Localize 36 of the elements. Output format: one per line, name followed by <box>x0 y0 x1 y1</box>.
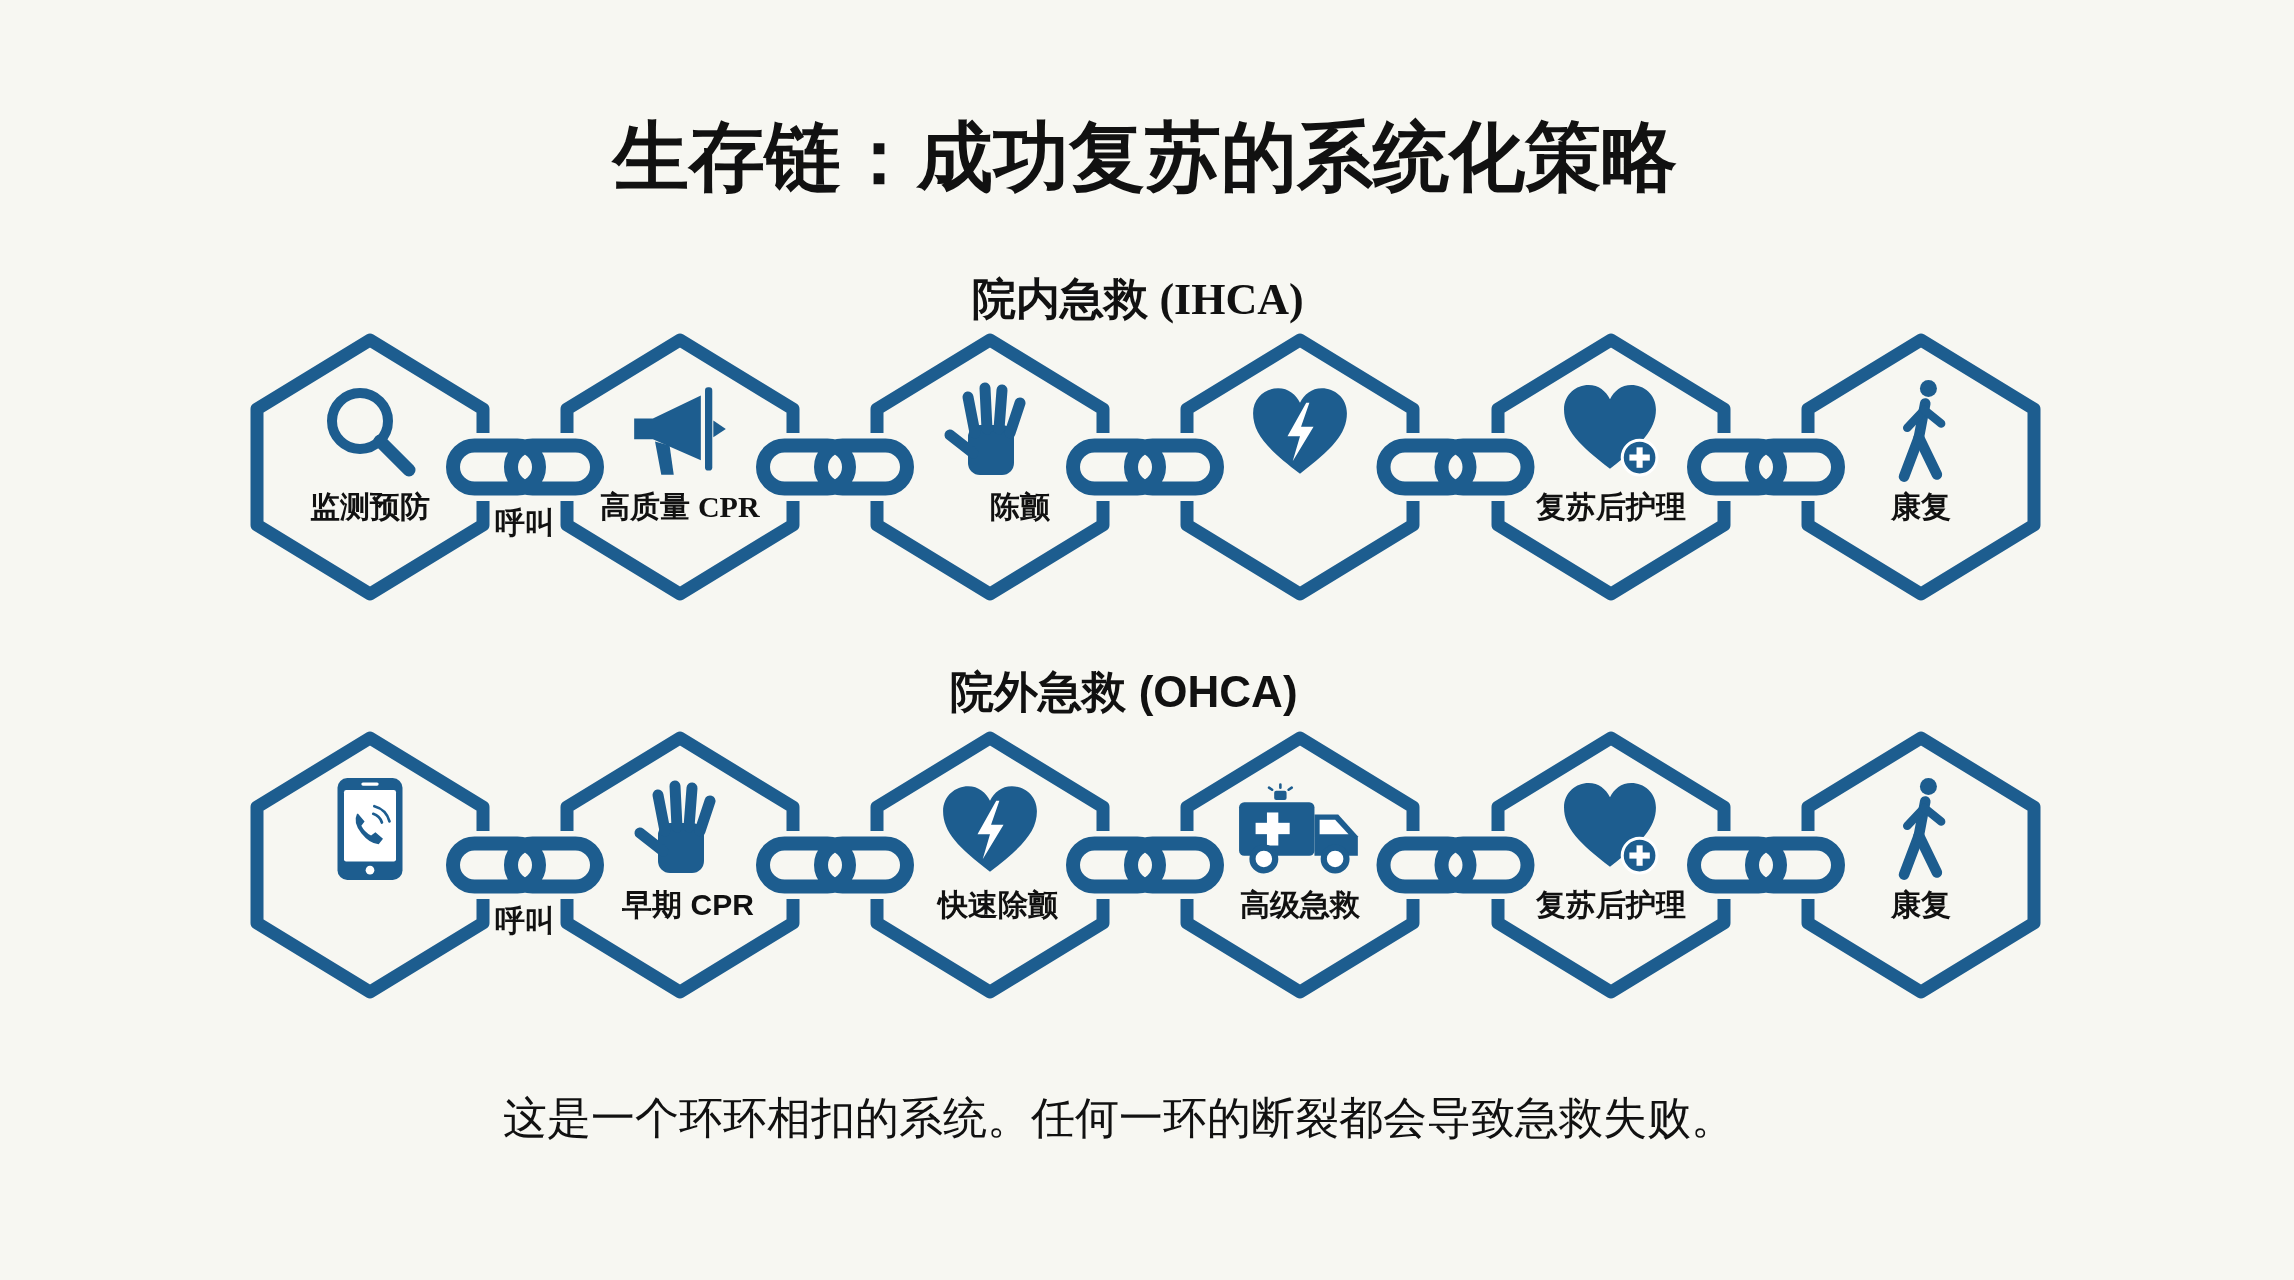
step-label: 康复 <box>1891 489 1951 525</box>
section-heading: 院外急救 (OHCA) <box>950 666 1298 718</box>
chain-link <box>756 438 914 496</box>
chain-link <box>1687 836 1845 894</box>
hexagon <box>870 731 1110 999</box>
chain-link <box>1687 438 1845 496</box>
chain-link <box>446 836 604 894</box>
step-label: 快速除颤 <box>938 887 1058 923</box>
chain-link <box>1376 438 1535 496</box>
step-label: 高级急救 <box>1240 887 1360 923</box>
hexagon <box>1491 333 1731 601</box>
step-label: 高质量 CPR <box>600 489 760 525</box>
hexagon <box>870 333 1110 601</box>
hexagon <box>1801 333 2041 601</box>
step-label: 康复 <box>1891 887 1951 923</box>
hexagon <box>560 731 800 999</box>
step-label: 复苏后护理 <box>1536 489 1686 525</box>
hexagon <box>560 333 800 601</box>
hexagon <box>1801 731 2041 999</box>
step-label: 呼叫 <box>495 903 555 939</box>
hexagon <box>1180 731 1420 999</box>
step-label: 呼叫 <box>495 505 555 541</box>
chain-link <box>1066 836 1224 894</box>
caption: 这是一个环环相扣的系统。任何一环的断裂都会导致急救失败。 <box>503 1092 1735 1144</box>
chain-link <box>1066 438 1224 496</box>
step-label: 早期 CPR <box>622 887 754 923</box>
step-label: 复苏后护理 <box>1536 887 1686 923</box>
step-label: 监测预防 <box>310 489 430 525</box>
hexagon <box>1180 333 1420 601</box>
hexagon <box>1491 731 1731 999</box>
chain-link <box>1376 836 1535 894</box>
chain-link <box>756 836 914 894</box>
step-label: 陈颤 <box>990 489 1050 525</box>
section-heading: 院内急救 (IHCA) <box>972 274 1304 326</box>
title: 生存链：成功复苏的系统化策略 <box>613 113 1677 201</box>
chain-link <box>446 438 604 496</box>
